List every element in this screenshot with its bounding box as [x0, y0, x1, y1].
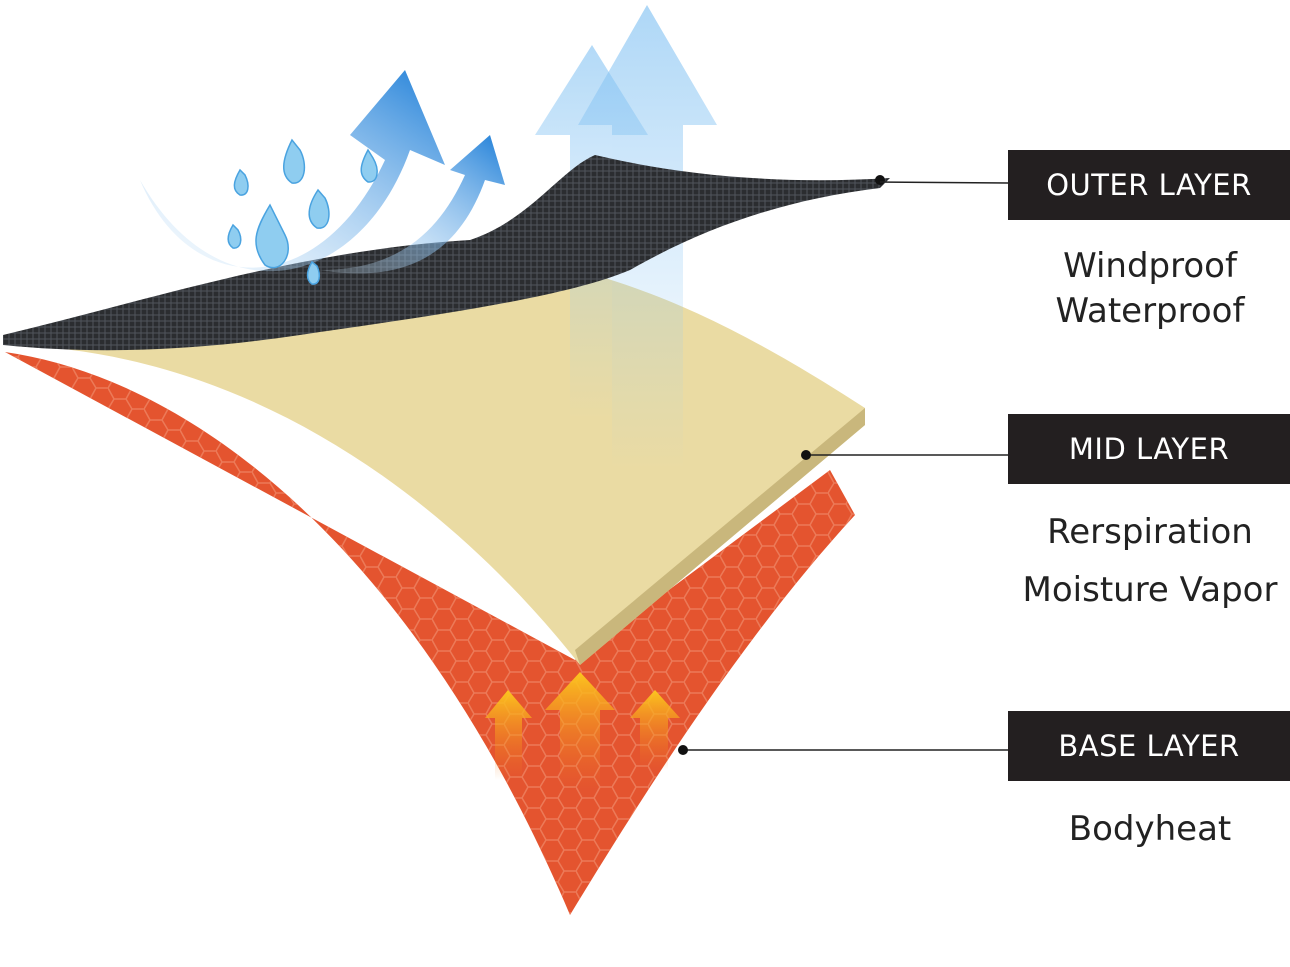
mid-layer-desc-1: Rerspiration [1047, 512, 1253, 552]
base-layer-marker [678, 745, 688, 755]
outer-layer-label: OUTER LAYER [1008, 150, 1290, 220]
water-drops [227, 138, 378, 285]
outer-layer-desc-2: Waterproof [1055, 291, 1245, 331]
bodyheat-arrows [485, 672, 680, 790]
leader-lines [683, 181, 1009, 751]
mid-layer-marker [801, 450, 811, 460]
base-layer-label: BASE LAYER [1008, 711, 1290, 781]
mid-layer-desc-2: Moisture Vapor [1022, 570, 1278, 610]
mid-layer-label: MID LAYER [1008, 414, 1290, 484]
outer-layer-desc-1: Windproof [1063, 246, 1237, 286]
base-layer-desc-1: Bodyheat [1068, 809, 1232, 849]
base-layer-shape [5, 352, 855, 915]
water-repel-arrows [140, 70, 505, 274]
